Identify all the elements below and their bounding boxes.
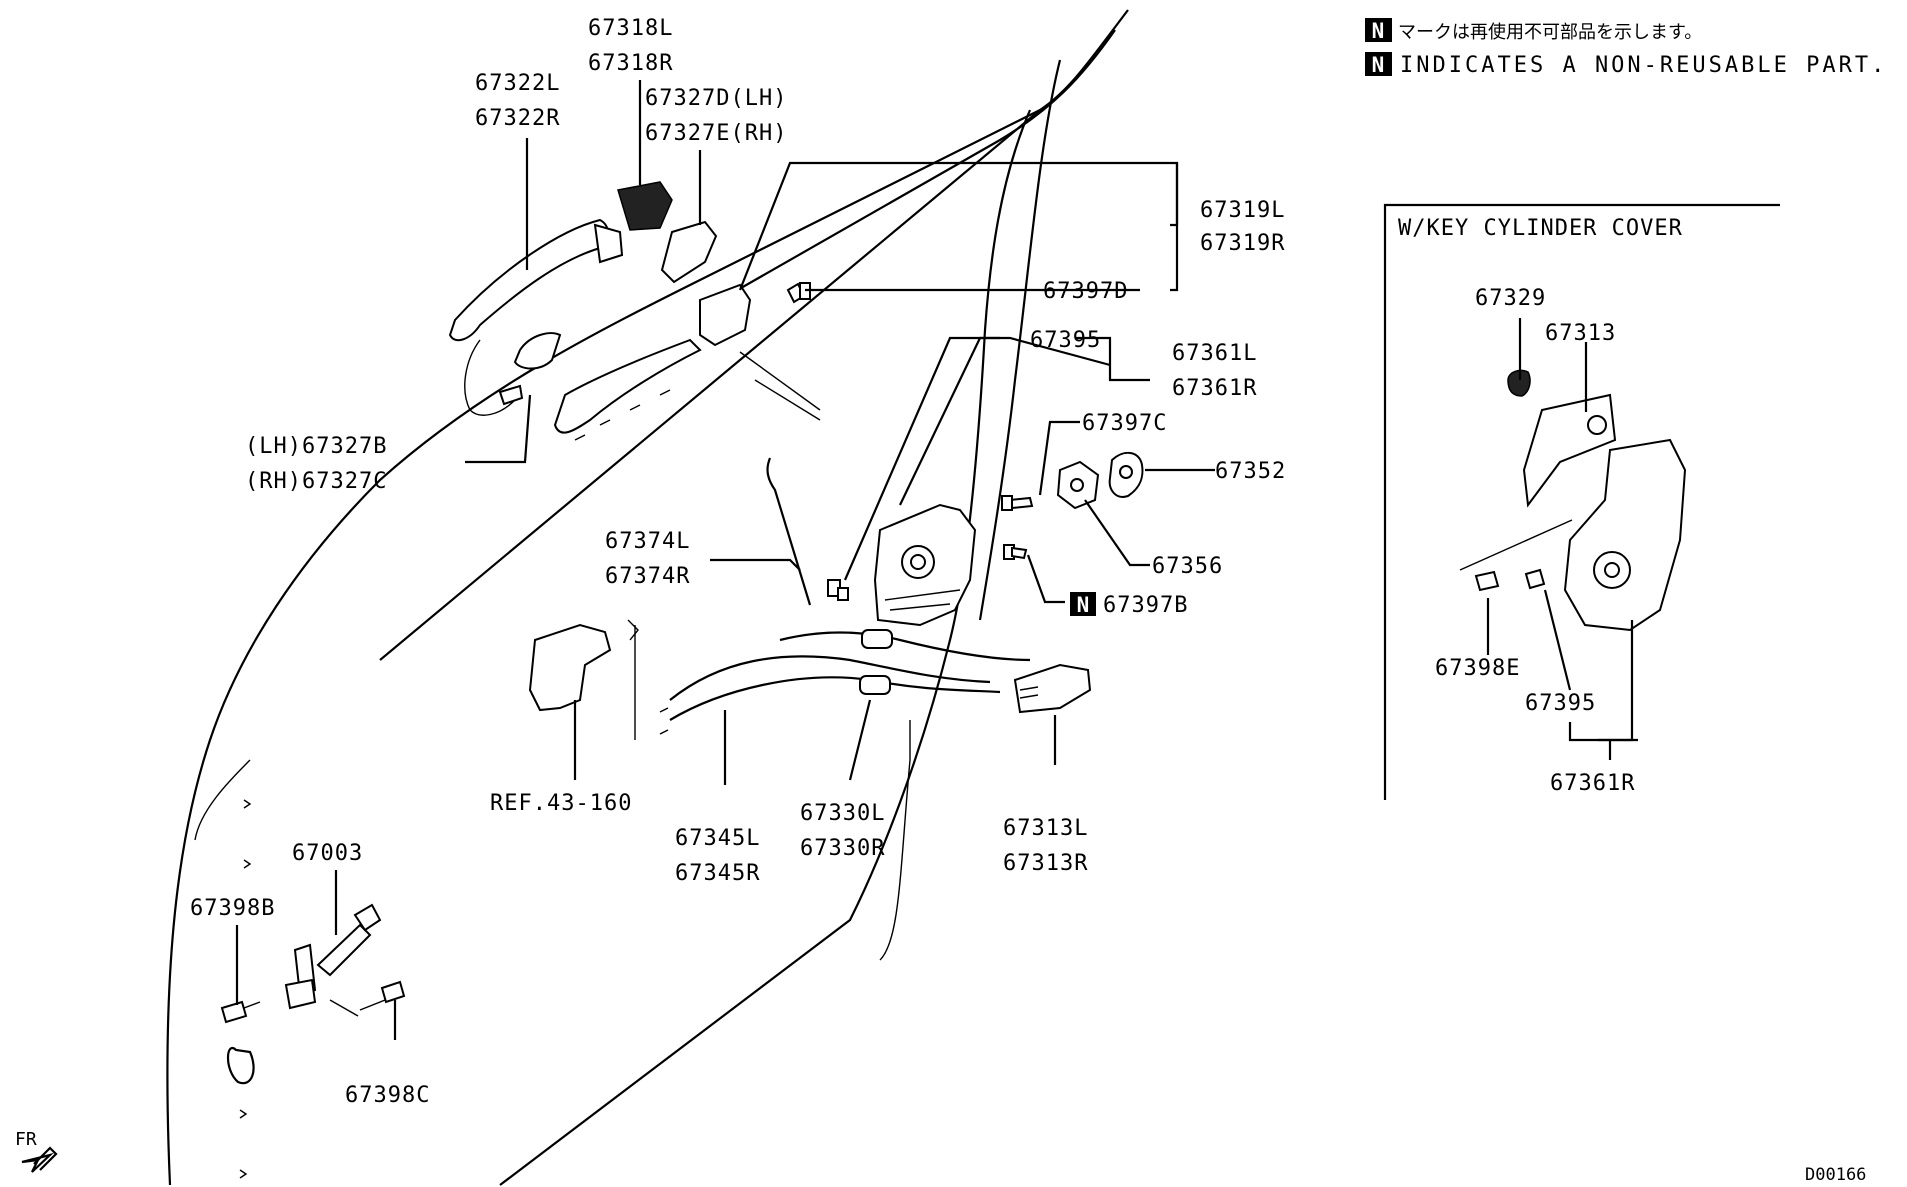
- label-67327b: (LH)67327B: [245, 434, 387, 459]
- n-badge-jp: N: [1372, 19, 1385, 43]
- diagram-code: D00166: [1805, 1165, 1866, 1185]
- shim-67352: [1108, 451, 1144, 498]
- handle-frame-67319: [553, 283, 821, 441]
- non-reusable-notice: N マークは再使用不可部品を示します。 N INDICATES A NON-RE…: [1365, 18, 1887, 78]
- bolt-67397d: [786, 282, 811, 304]
- cables-67330-67345: [659, 629, 1031, 735]
- label-67374l: 67374L: [605, 529, 690, 554]
- label-inset-67361r: 67361R: [1550, 771, 1635, 796]
- screw-67397b: [1003, 544, 1028, 560]
- label-67395: 67395: [1030, 328, 1101, 353]
- label-67318l: 67318L: [588, 16, 673, 41]
- lock-knob-cable-67313: [1013, 663, 1092, 714]
- label-67319r: 67319R: [1200, 231, 1285, 256]
- gasket-67327d: [660, 220, 718, 284]
- label-67398c: 67398C: [345, 1083, 430, 1108]
- n-badge-67397b-icon: [1070, 592, 1096, 616]
- label-67003: 67003: [292, 841, 363, 866]
- label-67318r: 67318R: [588, 51, 673, 76]
- screw-67397c: [1001, 495, 1034, 511]
- inset-title: W/KEY CYLINDER COVER: [1398, 216, 1683, 241]
- label-67361l: 67361L: [1172, 341, 1257, 366]
- direction-label: FR: [15, 1129, 37, 1150]
- clip-67395: [827, 579, 849, 601]
- label-67397d: 67397D: [1043, 279, 1128, 304]
- inset-key-cylinder-cover: [1383, 203, 1780, 800]
- label-67397c: 67397C: [1082, 411, 1167, 436]
- label-67327d: 67327D(LH): [645, 86, 787, 111]
- label-67327c: (RH)67327C: [245, 469, 387, 494]
- cylinder-cover-67318: [617, 181, 673, 231]
- label-ref-43-160: REF.43-160: [490, 791, 632, 816]
- label-67330r: 67330R: [800, 836, 885, 861]
- label-inset-67398e: 67398E: [1435, 656, 1520, 681]
- notice-en-text: INDICATES A NON-REUSABLE PART.: [1400, 53, 1887, 78]
- label-inset-67329: 67329: [1475, 286, 1546, 311]
- front-direction-arrow-icon: [21, 1146, 58, 1173]
- outside-door-handle: [448, 218, 624, 416]
- label-inset-67395: 67395: [1525, 691, 1596, 716]
- label-67361r: 67361R: [1172, 376, 1257, 401]
- label-67322r: 67322R: [475, 106, 560, 131]
- label-67327e: 67327E(RH): [645, 121, 787, 146]
- label-67398b: 67398B: [190, 896, 275, 921]
- label-67345r: 67345R: [675, 861, 760, 886]
- label-67319l: 67319L: [1200, 198, 1285, 223]
- label-67313l: 67313L: [1003, 816, 1088, 841]
- label-67374r: 67374R: [605, 564, 690, 589]
- notice-jp-text: マークは再使用不可部品を示します。: [1398, 22, 1702, 43]
- ref-43-160-part: [528, 619, 639, 740]
- part-labels: 67318L 67318R 67322L 67322R 67327D(LH) 6…: [15, 16, 1866, 1185]
- handle-cap: [513, 332, 562, 370]
- door-check-67003: [284, 903, 382, 1010]
- n-badge-icon-2: [1365, 52, 1392, 76]
- n-badge-icon: [1365, 18, 1392, 42]
- label-67330l: 67330L: [800, 801, 885, 826]
- label-inset-67313: 67313: [1545, 321, 1616, 346]
- label-67313r: 67313R: [1003, 851, 1088, 876]
- leader-lines: [235, 80, 1215, 1040]
- striker-67356: [1056, 460, 1100, 510]
- bolt-67398b: [220, 1000, 261, 1024]
- door-outline: [166, 9, 1129, 1186]
- n-badge-67397b: N: [1077, 593, 1090, 617]
- label-67345l: 67345L: [675, 826, 760, 851]
- lock-rod-67374: [766, 457, 812, 606]
- n-badge-en: N: [1372, 53, 1385, 77]
- label-67397b: 67397B: [1103, 593, 1188, 618]
- label-67322l: 67322L: [475, 71, 560, 96]
- label-67356: 67356: [1152, 554, 1223, 579]
- bolt-67398c: [329, 980, 406, 1017]
- door-hole: [226, 1046, 255, 1085]
- door-lock-actuator-67361: [873, 503, 977, 627]
- label-67352: 67352: [1215, 459, 1286, 484]
